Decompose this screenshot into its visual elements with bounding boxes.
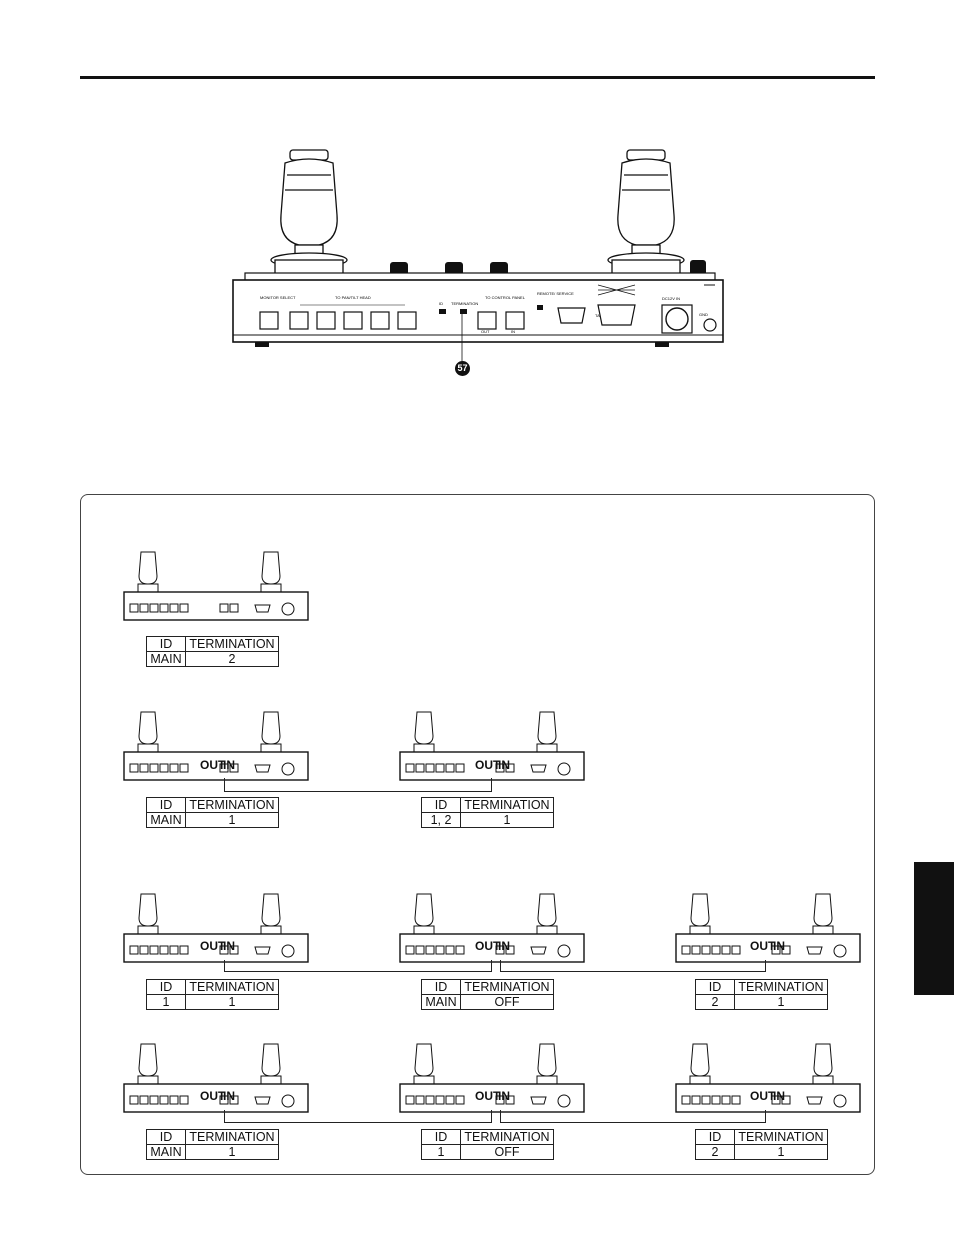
controller-unit bbox=[396, 1040, 592, 1118]
out-port-label: OUT bbox=[481, 329, 490, 334]
out-connector-label: OUT bbox=[200, 758, 226, 772]
controller-unit bbox=[672, 1040, 868, 1118]
controller-unit bbox=[120, 708, 316, 786]
out-connector-label: OUT bbox=[475, 939, 501, 953]
id-value: MAIN bbox=[146, 812, 186, 828]
id-header: ID bbox=[146, 797, 186, 813]
id-value: MAIN bbox=[146, 651, 186, 667]
termination-value: 2 bbox=[185, 651, 279, 667]
id-switch-label: ID bbox=[439, 301, 443, 306]
remote-service-connector bbox=[557, 307, 586, 324]
termination-value: 1 bbox=[185, 1144, 279, 1160]
id-value: 1 bbox=[421, 1144, 461, 1160]
connection-cable bbox=[224, 1110, 492, 1123]
termination-value: 1 bbox=[460, 812, 554, 828]
in-connector-label: IN bbox=[498, 939, 510, 953]
termination-value: OFF bbox=[460, 1144, 554, 1160]
controller-unit bbox=[396, 708, 592, 786]
controller-unit bbox=[120, 1040, 316, 1118]
in-port-label: IN bbox=[511, 329, 515, 334]
controller-unit bbox=[396, 890, 592, 968]
monitor-select-label: MONITOR SELECT bbox=[260, 295, 296, 300]
connection-cable bbox=[500, 960, 766, 972]
right-joystick bbox=[607, 149, 685, 275]
termination-switch bbox=[460, 309, 467, 314]
id-header: ID bbox=[146, 636, 186, 652]
id-value: 1, 2 bbox=[421, 812, 461, 828]
id-header: ID bbox=[695, 1129, 735, 1145]
out-connector-label: OUT bbox=[200, 1089, 226, 1103]
id-value: MAIN bbox=[146, 1144, 186, 1160]
id-header: ID bbox=[146, 1129, 186, 1145]
in-connector-label: IN bbox=[773, 939, 785, 953]
callout-number-57: 57 bbox=[455, 361, 470, 376]
dc-in-label: DC12V IN bbox=[662, 296, 680, 301]
termination-header: TERMINATION bbox=[460, 979, 554, 995]
termination-value: 1 bbox=[185, 812, 279, 828]
id-value: MAIN bbox=[421, 994, 461, 1010]
id-value: 2 bbox=[695, 1144, 735, 1160]
connection-cable bbox=[224, 960, 492, 972]
out-connector-label: OUT bbox=[475, 758, 501, 772]
out-connector-label: OUT bbox=[750, 1089, 776, 1103]
id-header: ID bbox=[421, 979, 461, 995]
termination-header: TERMINATION bbox=[460, 797, 554, 813]
controller-unit bbox=[120, 548, 316, 626]
connection-cable bbox=[500, 1110, 766, 1123]
termination-header: TERMINATION bbox=[185, 636, 279, 652]
termination-header: TERMINATION bbox=[185, 797, 279, 813]
termination-header: TERMINATION bbox=[185, 1129, 279, 1145]
gnd-terminal bbox=[703, 318, 717, 332]
termination-header: TERMINATION bbox=[734, 979, 828, 995]
termination-value: 1 bbox=[185, 994, 279, 1010]
section-tab bbox=[914, 862, 954, 995]
termination-header: TERMINATION bbox=[734, 1129, 828, 1145]
connection-examples-frame bbox=[80, 494, 875, 1175]
out-connector-label: OUT bbox=[475, 1089, 501, 1103]
in-connector-label: IN bbox=[223, 758, 235, 772]
in-connector-label: IN bbox=[773, 1089, 785, 1103]
in-connector-label: IN bbox=[223, 939, 235, 953]
termination-header: TERMINATION bbox=[460, 1129, 554, 1145]
remote-service-label: REMOTE/ SERVICE bbox=[537, 291, 574, 296]
id-value: 2 bbox=[695, 994, 735, 1010]
connection-cable bbox=[224, 778, 492, 792]
to-pan-tilt-head-label: TO PAN/TILT HEAD bbox=[335, 295, 371, 300]
dc-in-connector bbox=[665, 307, 689, 331]
id-header: ID bbox=[421, 797, 461, 813]
out-connector-label: OUT bbox=[200, 939, 226, 953]
controller-rear-panel-illustration: MONITOR SELECT TO PAN/TILT HEAD TO CONTR… bbox=[232, 149, 724, 361]
in-connector-label: IN bbox=[498, 758, 510, 772]
id-header: ID bbox=[146, 979, 186, 995]
termination-value: OFF bbox=[460, 994, 554, 1010]
tally-incom-connector bbox=[597, 304, 636, 326]
id-header: ID bbox=[695, 979, 735, 995]
left-joystick bbox=[270, 149, 348, 275]
id-value: 1 bbox=[146, 994, 186, 1010]
rj45-ports bbox=[259, 311, 525, 330]
gnd-label: GND bbox=[699, 312, 708, 317]
id-switch bbox=[439, 309, 446, 314]
termination-value: 1 bbox=[734, 994, 828, 1010]
header-rule bbox=[80, 76, 875, 79]
in-connector-label: IN bbox=[498, 1089, 510, 1103]
in-connector-label: IN bbox=[223, 1089, 235, 1103]
termination-header: TERMINATION bbox=[185, 979, 279, 995]
termination-value: 1 bbox=[734, 1144, 828, 1160]
controller-unit bbox=[120, 890, 316, 968]
id-header: ID bbox=[421, 1129, 461, 1145]
out-connector-label: OUT bbox=[750, 939, 776, 953]
controller-unit bbox=[672, 890, 868, 968]
to-control-panel-label: TO CONTROL PANEL bbox=[485, 295, 526, 300]
termination-switch-label: TERMINATION bbox=[451, 301, 478, 306]
